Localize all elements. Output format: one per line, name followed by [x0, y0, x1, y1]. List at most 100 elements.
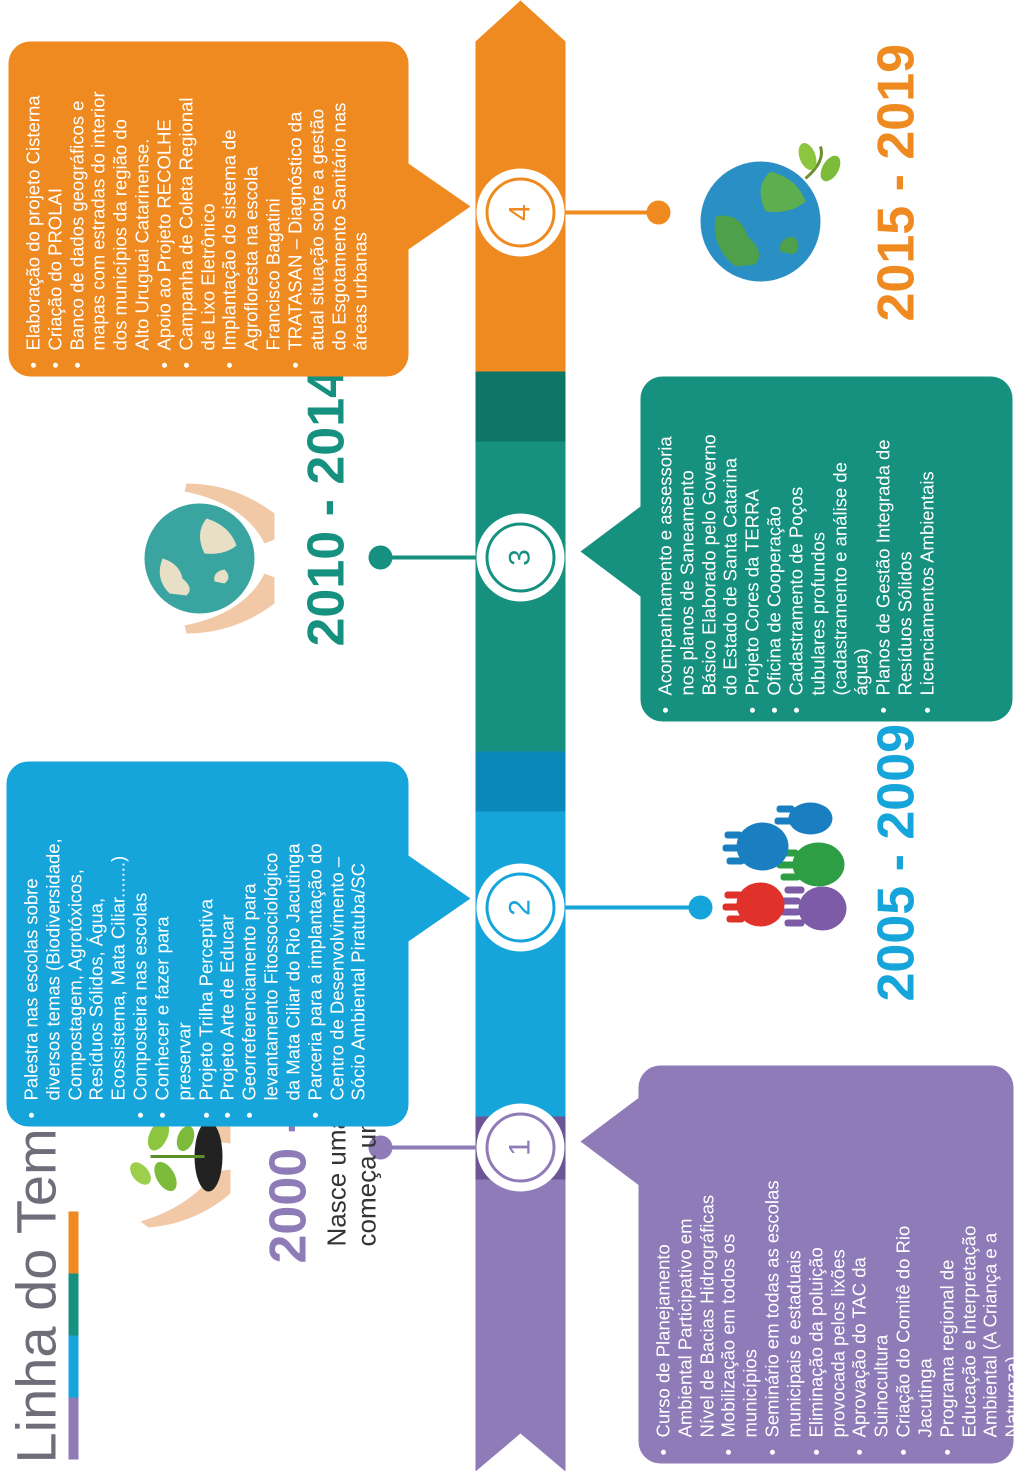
period-4-activity-line: Agrofloresta na escola: [240, 165, 262, 350]
period-3-activity-line: (cadastramento e análise de: [828, 461, 850, 695]
hands-holding-plant-icon: [129, 1085, 230, 1227]
period-1-activity-line: provocada pelos lixões: [826, 1248, 848, 1437]
period-2-number: 2: [485, 872, 555, 942]
period-4-number: 4: [485, 177, 555, 247]
period-2-activity-line: Georreferenciamento para: [238, 761, 260, 1100]
period-2-activity-line: Parceria para a implantação do: [304, 761, 326, 1100]
period-2-activity-line: Conhecer e fazer para: [151, 761, 173, 1100]
period-4-activity-line: Campanha de Coleta Regional: [175, 41, 197, 350]
ribbon-shade-teal: [475, 371, 565, 441]
period-4-activity-line: Banco de dados geográficos e: [66, 41, 88, 350]
period-4-activity-line: Implantação do sistema de: [218, 41, 240, 350]
hands-holding-globe-icon: [144, 483, 274, 633]
period-1-marker: 1: [476, 1103, 564, 1191]
period-2-connector-dot: [688, 895, 712, 919]
period-2-activity-line: preservar: [172, 1021, 194, 1100]
period-3-activity-line: nos planos de Saneamento: [675, 469, 697, 695]
period-1-activity-line: Jacutinga: [913, 1357, 935, 1437]
period-1-activity-line: Programa regional de: [936, 1065, 958, 1437]
period-2-connector: [564, 905, 698, 909]
period-4-years: 2015 - 2019: [867, 43, 925, 321]
period-4-activity-line: Alto Uruguai Catarinense.: [131, 138, 153, 350]
period-1-activity-line: Mobilização em todos os: [717, 1065, 739, 1437]
period-3-activity-line: tubulares profundos: [806, 531, 828, 695]
period-3-activity-line: do Estado de Santa Catarina: [719, 457, 741, 695]
period-3-activity-line: água): [850, 647, 872, 695]
period-1-activity-line: Ambiental (A Criança e a: [979, 1232, 1001, 1437]
period-1-activity-line: Curso de Planejamento: [652, 1065, 674, 1437]
period-2-activity-line: Projeto Trilha Perceptiva: [195, 761, 217, 1100]
period-4-activity-line: Criação do PROLAI: [44, 41, 66, 350]
period-2-activity-line: Compostagem, Agrotóxicos,: [63, 868, 85, 1100]
period-4-activity-line: mapas com estradas do interior: [87, 90, 109, 350]
period-4-activity-line: de Lixo Eletrônico: [196, 202, 218, 350]
period-1-number: 1: [485, 1112, 555, 1182]
period-4-activity-line: atual situação sobre a gestão: [305, 108, 327, 350]
globe-with-leaves-icon: [700, 142, 840, 281]
period-1-activity-line: Seminário em todas as escolas: [761, 1065, 783, 1437]
period-2-activity-line: Centro de Desenvolvimento –: [325, 856, 347, 1100]
period-3-activity-line: Planos de Gestão Integrada de: [872, 376, 894, 695]
period-1-activity-line: municípios: [739, 1348, 761, 1437]
period-1-activity-line: Ambiental Participativo em: [673, 1217, 695, 1437]
period-2-activity-line: da Mata Ciliar do Rio Jacutinga: [281, 842, 303, 1100]
ribbon-segment-purple: [475, 1116, 565, 1471]
period-4-connector-dot: [646, 200, 670, 224]
period-2-activity-line: Palestra nas escolas sobre: [20, 761, 42, 1100]
period-2-activity-line: Composteira nas escolas: [129, 761, 151, 1100]
period-4-activity-line: do Esgotamento Sanitário nas: [327, 102, 349, 350]
period-3-activity-line: Acompanhamento e assessoria: [654, 376, 676, 695]
period-3-activity-line: Resíduos Sólidos: [894, 551, 916, 695]
period-4-activity-line: Elaboração do projeto Cisterna: [22, 41, 44, 350]
period-3-activity-line: Licenciamentos Ambientais: [916, 376, 938, 695]
period-3-connector: [380, 555, 476, 559]
period-3-activity-line: Cadastramento de Poços: [785, 376, 807, 695]
period-4-callout-pointer: [405, 161, 470, 251]
period-1-activity-line: Criação do Comitê do Rio: [892, 1065, 914, 1437]
period-2-marker: 2: [476, 863, 564, 951]
period-2-activity-line: Resíduos Sólidos, Água,: [85, 897, 107, 1100]
period-4-activity-line: Francisco Bagatini: [262, 197, 284, 350]
period-1-activity-line: Eliminação da poluição: [805, 1065, 827, 1437]
period-4-activity-line: áreas urbanas: [349, 231, 371, 350]
period-3-connector-dot: [368, 545, 392, 569]
period-3-callout-pointer: [580, 506, 640, 596]
period-2-years: 2005 - 2009: [867, 723, 925, 1001]
period-4-connector: [564, 210, 654, 214]
period-4-activity-line: dos municípios da região do: [109, 118, 131, 350]
period-3-activity-line: Oficina de Cooperação: [763, 376, 785, 695]
period-1-activity-line: Natureza): [1001, 1355, 1013, 1437]
period-2-activity-line: Projeto Arte de Educar: [216, 761, 238, 1100]
period-1-activity-line: Suinocultura: [870, 1334, 892, 1437]
period-4-activity-line: TRATASAN – Diagnóstico da: [284, 41, 306, 350]
colorful-handprints-icon: [722, 802, 846, 930]
period-1-activity-line: Nível de Bacias Hidrográficas: [695, 1194, 717, 1437]
period-3-activity-line: Básico Elaborado pelo Governo: [697, 433, 719, 695]
period-3-activity-line: Projeto Cores da TERRA: [741, 376, 763, 695]
period-2-activity-line: diversos temas (Biodiversidade,: [41, 837, 63, 1100]
ribbon-shade-blue: [475, 751, 565, 811]
period-2-callout-pointer: [405, 853, 470, 943]
period-4-marker: 4: [476, 168, 564, 256]
period-4-activities-list: Elaboração do projeto CisternaCriação do…: [8, 41, 371, 376]
period-2-activity-line: levantamento Fitossociológico: [260, 852, 282, 1100]
period-3-marker: 3: [476, 513, 564, 601]
period-1-callout-pointer: [580, 1096, 640, 1186]
period-4-activity-line: Apoio ao Projeto RECOLHE: [153, 41, 175, 350]
period-3-years: 2010 - 2014: [297, 368, 355, 646]
period-3-number: 3: [485, 522, 555, 592]
period-1-activity-line: municipais e estaduais: [782, 1249, 804, 1437]
period-1-connector: [378, 1145, 476, 1149]
period-2-activity-line: Ecossistema, Mata Ciliar.......): [107, 855, 129, 1100]
period-1-activity-line: Educação e Interpretação: [957, 1225, 979, 1437]
period-1-activity-line: Aprovação do TAC da: [848, 1065, 870, 1437]
period-4-activities-box: Elaboração do projeto CisternaCriação do…: [8, 41, 408, 376]
period-2-activity-line: Sócio Ambiental Piratuba/SC: [347, 862, 369, 1100]
